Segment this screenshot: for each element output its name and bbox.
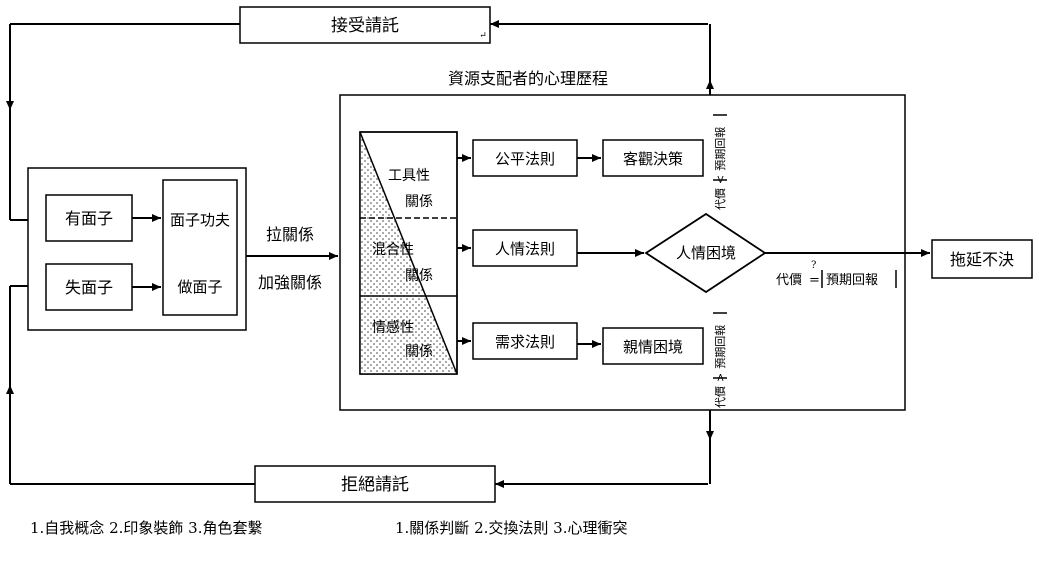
objective-decision-label: 客觀決策 <box>623 150 683 168</box>
need-rule-label: 需求法則 <box>495 333 555 351</box>
equity-rule-label: 公平法則 <box>495 150 555 168</box>
svg-text:代價>預期回報: 代價>預期回報 <box>713 325 727 408</box>
lose-face-label: 失面子 <box>65 278 113 297</box>
rule-boxes: 公平法則 人情法則 需求法則 <box>472 139 578 360</box>
instrumental-label-1: 工具性 <box>388 168 430 184</box>
renqing-dilemma-diamond <box>644 212 767 294</box>
svg-text:=: = <box>809 273 820 288</box>
svg-text:?: ? <box>811 260 816 271</box>
renqing-rule-label: 人情法則 <box>495 240 555 258</box>
rule-arrows <box>457 154 930 348</box>
face-work-label: 面子功夫 <box>170 211 230 229</box>
strengthen-relation-label: 加強關係 <box>258 273 322 292</box>
reject-request-label: 拒絕請託 <box>341 475 409 495</box>
renqing-dilemma-label: 人情困境 <box>676 244 736 262</box>
accept-request-label: 接受請託 <box>331 16 399 36</box>
return-mark: ↵ <box>479 31 487 41</box>
delay-box: 拖延不決 <box>931 239 1033 279</box>
expressive-label-1: 情感性 <box>372 319 414 336</box>
svg-text:代價: 代價 <box>776 273 802 288</box>
outcome-boxes: 客觀決策 親情困境 人情困境 <box>602 139 767 365</box>
do-face-label: 做面子 <box>177 278 222 296</box>
expressive-label-2: 關係 <box>405 344 433 360</box>
pull-relation-label: 拉關係 <box>266 225 314 244</box>
cost-eq-label: 代價 ? = 預期回報 <box>776 260 897 288</box>
mixed-label-1: 混合性 <box>372 242 414 258</box>
delay-label: 拖延不決 <box>950 250 1014 269</box>
face-work-box <box>162 179 238 316</box>
svg-text:預期回報: 預期回報 <box>826 273 878 288</box>
family-dilemma-label: 親情困境 <box>623 338 683 356</box>
relation-column: 工具性 關係 混合性 關係 情感性 關係 <box>359 131 458 375</box>
process-title: 資源支配者的心理歷程 <box>448 69 608 88</box>
note-right: 1.關係判斷 2.交換法則 3.心理衝突 <box>395 519 627 537</box>
face-arrows <box>132 214 161 291</box>
face-box: 有面子 失面子 面子功夫 做面子 <box>27 167 247 331</box>
have-face-label: 有面子 <box>65 209 113 228</box>
reject-request-box: 拒絕請託 <box>254 465 496 503</box>
accept-request-box: 接受請託 ↵ <box>239 6 491 44</box>
note-left: 1.自我概念 2.印象裝飾 3.角色套繫 <box>30 519 262 537</box>
svg-text:代價<預期回報: 代價<預期回報 <box>713 127 727 210</box>
mixed-label-2: 關係 <box>405 268 433 284</box>
cost-gt-label: 代價>預期回報 <box>713 312 727 408</box>
instrumental-label-2: 關係 <box>405 194 433 210</box>
cost-lt-label: 代價<預期回報 <box>713 114 727 210</box>
